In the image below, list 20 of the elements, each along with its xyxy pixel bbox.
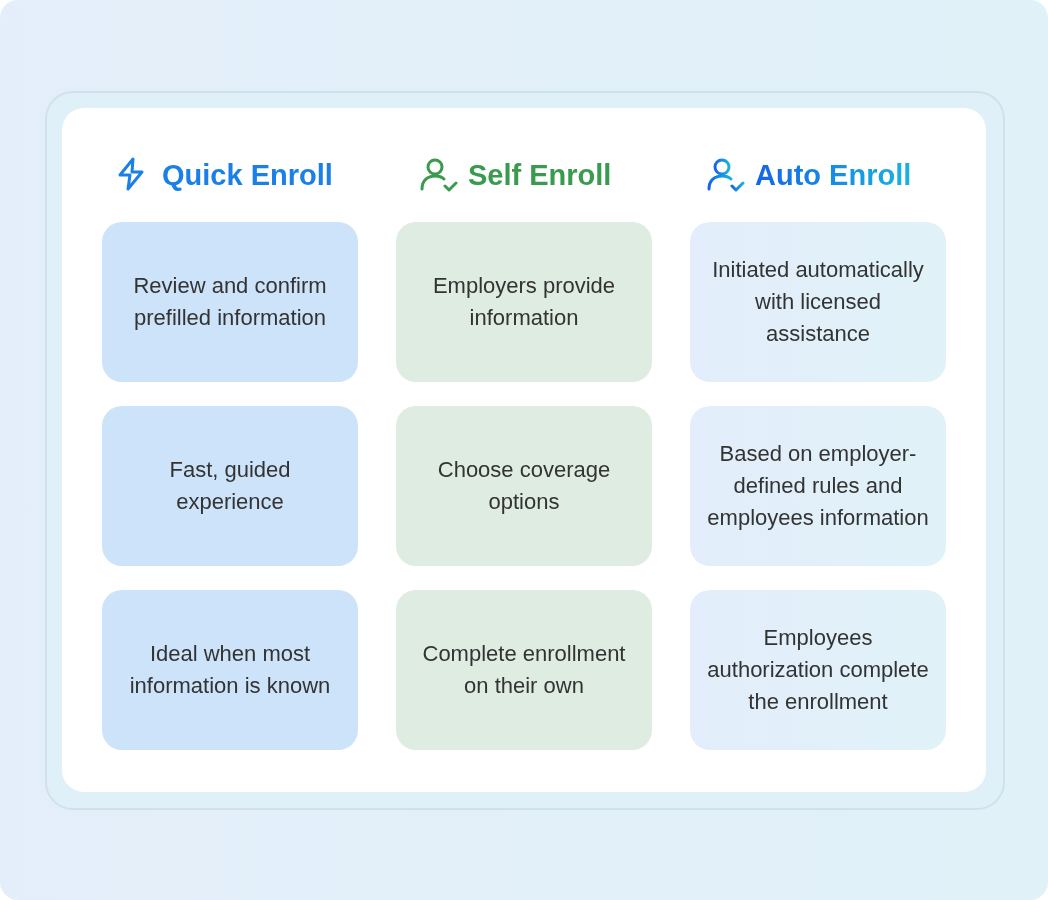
- info-card: [396, 222, 652, 382]
- card-text: Choose coverage options: [436, 456, 612, 516]
- info-card: [690, 590, 946, 750]
- card-text: Initiated automatically with licensed assistance: [711, 256, 925, 348]
- card-text: Review and confirm prefilled information: [132, 272, 328, 332]
- card-text: Ideal when most information is known: [128, 640, 332, 700]
- card-text: Employers provide information: [431, 272, 617, 332]
- info-card: [690, 222, 946, 382]
- card-text: Based on employer-defined rules and employees information: [706, 440, 930, 532]
- card-text: Fast, guided experience: [168, 456, 292, 516]
- info-card: [102, 590, 358, 750]
- info-card: [102, 406, 358, 566]
- info-card: [690, 406, 946, 566]
- column-heading: Self Enroll: [468, 158, 612, 192]
- info-card: [396, 406, 652, 566]
- info-card: [396, 590, 652, 750]
- card-text: Employees authorization complete the enrollment: [706, 624, 930, 716]
- card-text: Complete enrollment on their own: [421, 640, 627, 700]
- column-heading: Quick Enroll: [162, 158, 333, 192]
- info-card: [102, 222, 358, 382]
